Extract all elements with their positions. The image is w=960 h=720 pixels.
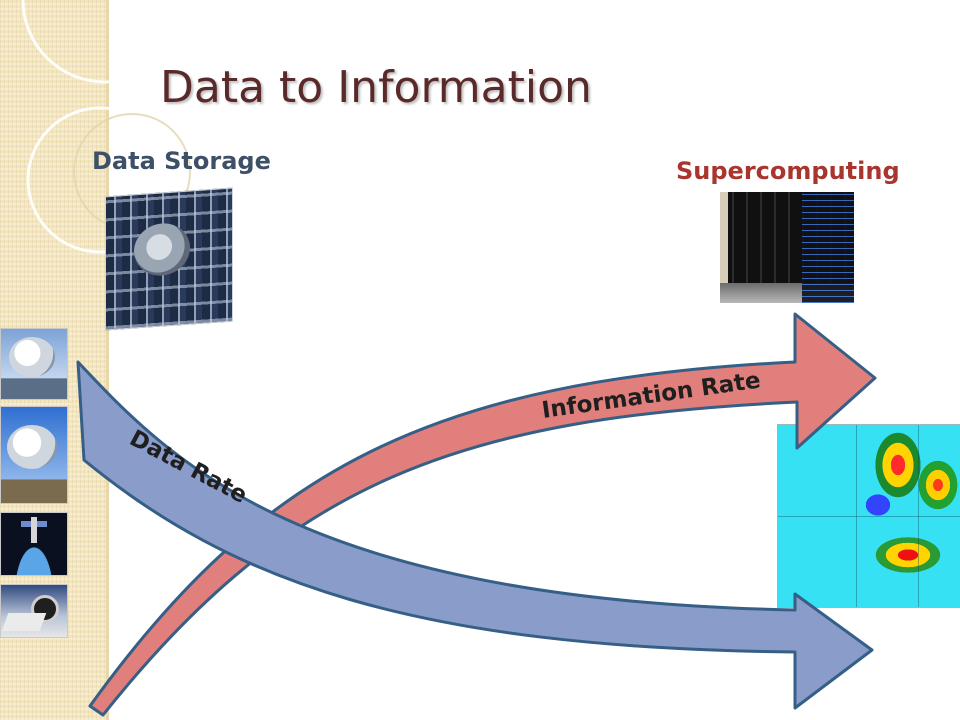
telescope-image bbox=[0, 584, 68, 638]
satellite-image bbox=[0, 512, 68, 576]
supercomputer-image bbox=[720, 192, 854, 303]
data-rate-arrow bbox=[76, 360, 874, 710]
slide-title: Data to Information bbox=[160, 62, 592, 113]
radar-map-image bbox=[777, 424, 960, 608]
map-grid bbox=[778, 425, 960, 607]
data-storage-label: Data Storage bbox=[92, 147, 271, 175]
supercomputing-label: Supercomputing bbox=[676, 157, 900, 185]
radar-dish-image bbox=[0, 406, 68, 504]
radio-dish-image bbox=[0, 328, 68, 400]
